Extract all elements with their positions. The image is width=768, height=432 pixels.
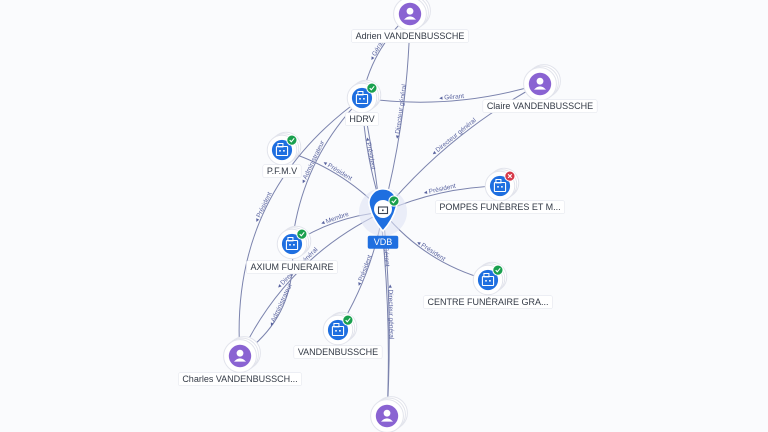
edge-label: ◂ Président bbox=[415, 239, 446, 263]
node-label: VANDENBUSSCHE bbox=[298, 347, 378, 357]
edge-label: ◂ Président bbox=[253, 191, 273, 224]
node-label-background bbox=[482, 99, 598, 113]
node-hdrv[interactable]: HDRV bbox=[345, 79, 382, 126]
node-label: POMPES FUNÈBRES ET M... bbox=[439, 202, 560, 212]
edge-bottom_person-hdrv bbox=[361, 97, 389, 417]
node-label: AXIUM FUNERAIRE bbox=[250, 262, 333, 272]
node-label-background bbox=[351, 29, 469, 44]
node-label: Charles VANDENBUSSCH... bbox=[182, 374, 297, 384]
node-pompes[interactable]: POMPES FUNÈBRES ET M... bbox=[435, 167, 565, 214]
node-label-background bbox=[345, 112, 379, 126]
person-icon bbox=[381, 409, 393, 422]
edge-claire-hdrv bbox=[361, 83, 541, 103]
edge-label: ◂ Membre bbox=[320, 211, 350, 227]
check-badge-icon bbox=[388, 195, 400, 207]
node-label-background bbox=[435, 200, 565, 214]
node-claire[interactable]: Claire VANDENBUSSCHE bbox=[482, 64, 598, 113]
node-label: P.F.M.V bbox=[267, 166, 297, 176]
edge-label: ◂ Directeur général bbox=[431, 117, 478, 157]
node-axium[interactable]: AXIUM FUNERAIRE bbox=[246, 225, 338, 275]
node-label-background bbox=[423, 295, 553, 310]
node-label: Adrien VANDENBUSSCHE bbox=[356, 31, 465, 41]
node-pfmv[interactable]: P.F.M.V bbox=[262, 131, 302, 178]
node-label: HDRV bbox=[349, 114, 374, 124]
node-label-background bbox=[246, 260, 338, 275]
edge-charles-hdrv bbox=[238, 97, 363, 357]
check-badge-icon bbox=[286, 134, 298, 146]
node-adrien[interactable]: Adrien VANDENBUSSCHE bbox=[351, 0, 469, 44]
person-icon bbox=[404, 7, 416, 20]
cross-badge-icon bbox=[504, 170, 516, 182]
nodes-layer: Adrien VANDENBUSSCHE HDRV Claire VANDENBUS… bbox=[178, 0, 598, 432]
edge-label: ◂ Directeur général bbox=[386, 284, 394, 340]
node-label-background bbox=[262, 164, 302, 178]
check-badge-icon bbox=[342, 314, 354, 326]
building-icon bbox=[275, 143, 289, 157]
edge-label: ◂ Président bbox=[356, 254, 374, 287]
person-icon bbox=[234, 349, 246, 362]
check-badge-icon bbox=[366, 82, 378, 94]
node-label-background bbox=[293, 345, 383, 360]
edge-claire-vdb bbox=[382, 83, 541, 213]
building-icon bbox=[481, 273, 495, 287]
edge-label: ◂ Administrateur bbox=[300, 139, 327, 185]
edge-label: ◂ Président bbox=[322, 159, 354, 182]
node-label-background bbox=[367, 235, 399, 249]
edge-label: ◂ Président bbox=[364, 137, 377, 170]
node-vdb[interactable]: VDB bbox=[359, 188, 407, 249]
node-label: VDB bbox=[374, 237, 393, 247]
building-icon bbox=[493, 179, 507, 193]
building-icon bbox=[285, 237, 299, 251]
check-badge-icon bbox=[492, 264, 504, 276]
check-badge-icon bbox=[296, 228, 308, 240]
building-icon bbox=[355, 91, 369, 105]
node-label: Claire VANDENBUSSCHE bbox=[487, 101, 593, 111]
building-icon bbox=[331, 323, 345, 337]
building-icon bbox=[377, 206, 389, 215]
person-icon bbox=[534, 77, 546, 90]
edge-label: ◂ Président bbox=[423, 183, 456, 197]
node-charles[interactable]: Charles VANDENBUSSCH... bbox=[178, 336, 302, 387]
edge-label: ◂ Directeur général bbox=[394, 83, 408, 139]
node-vandenbussche[interactable]: VANDENBUSSCHE bbox=[293, 311, 383, 360]
node-bottom_person[interactable] bbox=[370, 396, 408, 432]
edge-label: ◂ Gérant bbox=[439, 93, 465, 102]
node-label: CENTRE FUNÉRAIRE GRA... bbox=[427, 297, 548, 307]
node-label-background bbox=[178, 372, 302, 387]
edge-label: ◂ Gérant bbox=[381, 241, 390, 267]
node-centre[interactable]: CENTRE FUNÉRAIRE GRA... bbox=[423, 261, 553, 310]
